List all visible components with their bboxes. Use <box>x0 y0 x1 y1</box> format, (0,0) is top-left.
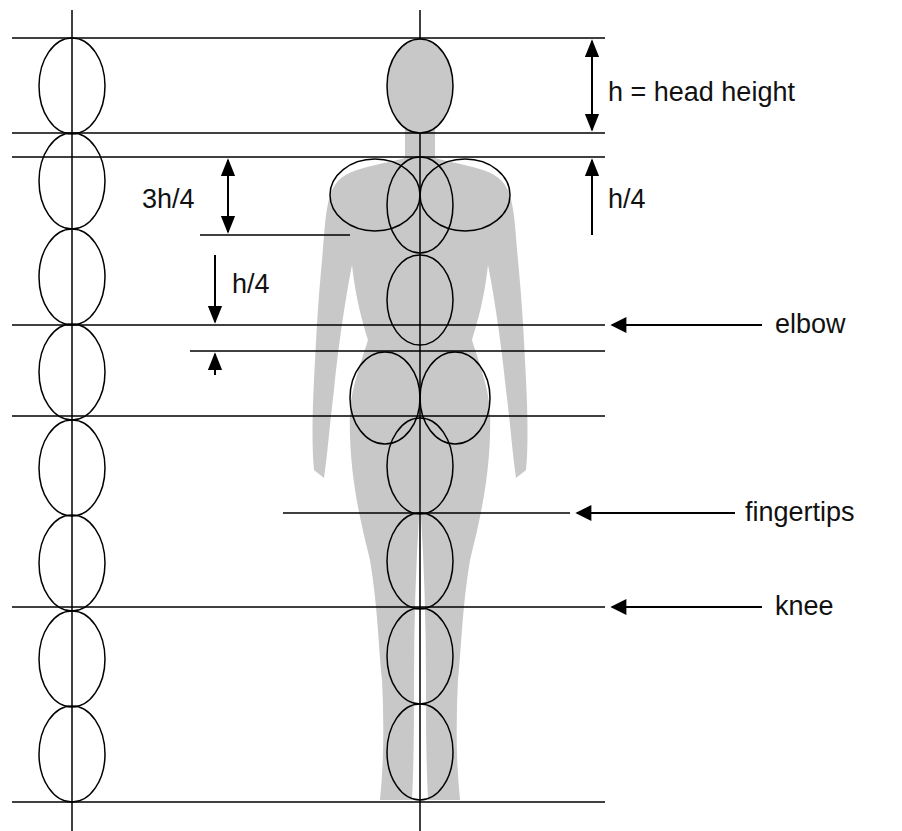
dimension-label: h/4 <box>606 185 648 215</box>
dimension-label: elbow <box>773 310 848 340</box>
pointer-arrows <box>577 325 762 607</box>
guide-lines <box>12 10 605 831</box>
dimension-arrows <box>215 41 592 375</box>
dimension-label: h/4 <box>230 270 272 300</box>
figure-ovals <box>330 39 510 800</box>
head-unit-column <box>39 38 105 802</box>
dimension-label: 3h/4 <box>140 185 197 215</box>
dimension-label: h = head height <box>606 78 797 108</box>
dimension-label: knee <box>773 592 836 622</box>
dimension-label: fingertips <box>743 498 857 528</box>
